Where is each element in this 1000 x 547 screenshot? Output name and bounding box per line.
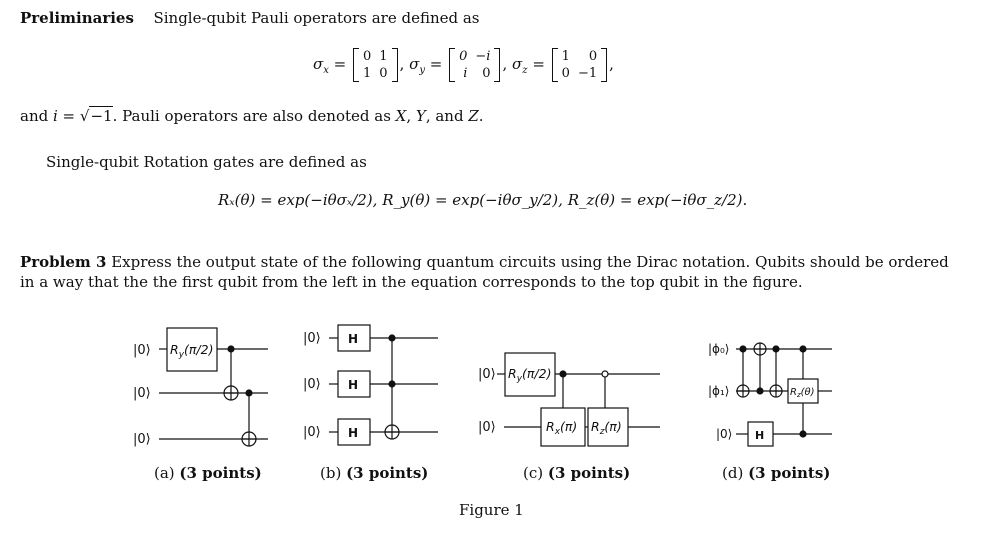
text-fragment: and [20,107,53,125]
caption-label: (d) [722,464,749,482]
caption-label: (b) [320,464,347,482]
h-gate-label: H [755,429,764,442]
matrix-cell: 1 [561,49,570,64]
matrix-cell: −1 [577,66,598,81]
preliminaries-line: Preliminaries Single-qubit Pauli operato… [20,9,480,27]
problem-text-1: Express the output state of the followin… [111,253,949,271]
figure-caption: Figure 1 [459,501,524,519]
circuit-b-ket-1: |0⟩ [303,331,321,346]
h-gate-label: H [348,378,358,392]
control-dot [756,387,764,395]
problem-line-1: Problem 3 Express the output state of th… [20,253,949,271]
matrix-cell: 0 [459,49,468,64]
pauli-y-name: Y [415,107,426,125]
circuit-c-rx-label: Rx(π) [546,419,577,437]
text-fragment: . [478,107,484,125]
pauli-notation-line: and i = √−1. Pauli operators are also de… [20,106,484,125]
circuit-c-ry-label: Ry(π/2) [508,366,551,384]
matrix-cell: i [463,66,468,81]
circuit-d-ket-2: |ϕ₁⟩ [708,384,729,398]
sigma-y-subscript: y [419,65,426,76]
rotation-equation: Rₓ(θ) = exp(−iθσₓ/2), R_y(θ) = exp(−iθσ_… [218,191,748,209]
sigma-z-symbol: σ [512,55,523,73]
matrix-cell: 0 [588,49,598,64]
sigma-x-subscript: x [323,65,329,76]
preliminaries-intro: Single-qubit Pauli operators are defined… [153,9,480,27]
caption-b: (b) (3 points) [320,464,428,482]
circuit-c-ket-2: |0⟩ [478,420,496,435]
sigma-x-symbol: σ [313,55,324,73]
sigma-z-subscript: z [522,65,528,76]
pauli-z-name: Z [468,107,479,125]
matrix-cell: 1 [379,49,388,64]
matrix-cell: 0 [482,66,491,81]
matrix-cell: 1 [363,66,372,81]
caption-label: (a) [154,464,180,482]
matrix-cell: −i [475,49,491,64]
circuit-b-ket-2: |0⟩ [303,377,321,392]
circuit-d-ket-3: |0⟩ [716,427,732,441]
caption-points: (3 points) [547,464,631,482]
circuit-d: |ϕ₀⟩ |ϕ₁⟩ |0⟩ H [708,342,832,447]
circuit-b: |0⟩ |0⟩ |0⟩ H H H [303,324,438,446]
text-fragment: . Pauli operators are also denoted as [112,107,396,125]
h-gate-label: H [348,332,358,346]
circuit-c-rz-label: Rz(π) [591,419,622,437]
circuit-d-rz-label: Rz(θ) [790,387,815,399]
pauli-x-name: X [395,107,407,125]
circuit-b-ket-3: |0⟩ [303,425,321,440]
sqrt-icon: √ [79,107,90,125]
caption-label: (c) [523,464,548,482]
text-fragment: , and [425,107,469,125]
circuit-a: |0⟩ |0⟩ |0⟩ Ry(π/2) [133,327,268,447]
h-gate-label: H [348,426,358,440]
i-definition: i = [52,107,80,125]
caption-d: (d) (3 points) [722,464,830,482]
circuit-d-ket-1: |ϕ₀⟩ [708,342,729,356]
text-fragment: , [406,107,416,125]
rotation-intro: Single-qubit Rotation gates are defined … [46,153,367,171]
sigma-z-matrix: 1 0 0 −1 [551,48,608,82]
matrix-cell: 0 [379,66,388,81]
problem-heading: Problem 3 [20,253,107,271]
circuit-a-ry-label: Ry(π/2) [170,342,213,360]
matrix-cell: 0 [363,49,372,64]
caption-points: (3 points) [179,464,262,482]
caption-c: (c) (3 points) [523,464,630,482]
control-dot [799,430,807,438]
circuit-c-ket-1: |0⟩ [478,367,496,382]
circuit-a-ket-3: |0⟩ [133,432,151,447]
problem-text-2: in a way that the the first qubit from t… [20,273,803,291]
circuit-a-ket-2: |0⟩ [133,386,151,401]
matrix-cell: 0 [561,66,570,81]
preliminaries-heading: Preliminaries [20,9,134,27]
sigma-y-symbol: σ [409,55,420,73]
caption-points: (3 points) [346,464,429,482]
circuit-c: |0⟩ |0⟩ Ry(π/2) Rx(π) Rz(π) [478,352,660,447]
circuit-a-ket-1: |0⟩ [133,343,151,358]
caption-points: (3 points) [748,464,831,482]
sqrt-content: −1 [89,106,113,125]
caption-a: (a) (3 points) [154,464,262,482]
open-control-dot [601,370,609,378]
